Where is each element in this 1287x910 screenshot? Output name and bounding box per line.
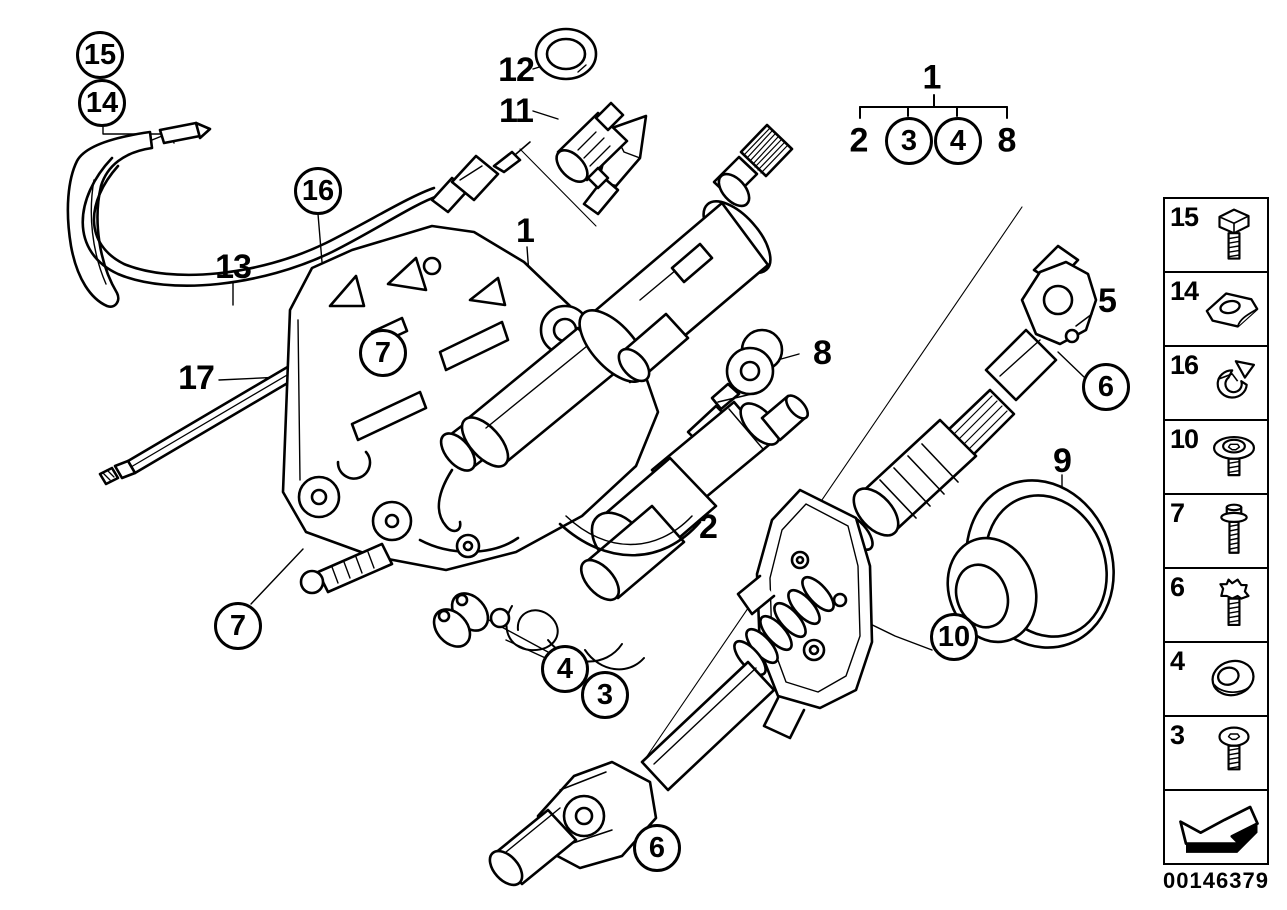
sidebar-item-label: 10 [1170,424,1199,454]
callout-7-upper[interactable]: 7 [359,329,407,377]
washer-screw-icon [1212,435,1256,477]
document-number: 00146379 [1163,868,1269,893]
part-lock-ring [534,27,598,81]
callout-6-upper[interactable]: 6 [1082,363,1130,411]
legend-child-4[interactable]: 4 [934,117,982,165]
part-adjust-motor [432,394,810,671]
callout-2[interactable]: 2 [699,508,718,546]
legend-parent-1[interactable]: 1 [922,58,942,97]
sidebar-item-4[interactable]: 4 [1163,641,1269,717]
part-lower-shaft-ujoint [488,575,835,887]
sidebar-item-14[interactable]: 14 [1163,271,1269,347]
sidebar-item-label: 7 [1170,498,1185,528]
callout-5[interactable]: 5 [1098,282,1117,320]
legend-child-8[interactable]: 8 [997,121,1017,160]
part-grommet-boot [946,479,1115,649]
sidebar-item-label: 4 [1170,646,1185,676]
grommet-icon [1211,659,1255,697]
callout-10[interactable]: 10 [930,613,978,661]
callout-8[interactable]: 8 [813,334,832,372]
sidebar-item-label: 15 [1170,202,1199,232]
sidebar-item-label: 14 [1170,276,1199,306]
hex-bolt-icon [1218,208,1250,260]
part-cable-clamp-bracket [66,121,212,308]
sidebar-item-6[interactable]: 6 [1163,567,1269,643]
callout-9[interactable]: 9 [1053,442,1072,480]
part-bearing-bush [710,328,784,411]
part-lock-cylinder [555,101,629,190]
sidebar-item-3[interactable]: 3 [1163,715,1269,791]
callout-4[interactable]: 4 [541,645,589,693]
cable-clip-icon [1216,360,1256,399]
callout-7-lower[interactable]: 7 [214,602,262,650]
pan-head-screw-icon [1218,726,1250,771]
callout-6-lower[interactable]: 6 [633,824,681,872]
callout-1[interactable]: 1 [516,212,535,250]
callout-3[interactable]: 3 [581,671,629,719]
callout-11[interactable]: 11 [499,92,534,130]
sidebar-item-label: 6 [1170,572,1185,602]
torx-bolt-icon [1219,578,1250,627]
sidebar-item-label: 16 [1170,350,1199,380]
legend-bracket [859,94,1008,119]
callout-13[interactable]: 13 [215,248,252,286]
back-arrow-icon [1179,805,1259,853]
part-upper-ujoint [984,244,1098,402]
sidebar-nav-arrow[interactable] [1163,789,1269,865]
sidebar-item-7[interactable]: 7 [1163,493,1269,569]
legend-child-3[interactable]: 3 [885,117,933,165]
sidebar-item-label: 3 [1170,720,1185,750]
callout-14[interactable]: 14 [78,79,126,127]
sidebar-item-16[interactable]: 16 [1163,345,1269,421]
part-column-bracket [281,224,660,595]
sidebar-item-15[interactable]: 15 [1163,197,1269,273]
callout-17[interactable]: 17 [178,359,215,397]
part-switch-cable [81,141,531,287]
callout-12[interactable]: 12 [498,51,535,89]
flange-bolt-icon [1220,503,1248,554]
callout-15[interactable]: 15 [76,31,124,79]
clamp-plate-icon [1205,292,1259,328]
callout-16[interactable]: 16 [294,167,342,215]
sidebar-item-10[interactable]: 10 [1163,419,1269,495]
legend-child-2[interactable]: 2 [849,121,869,160]
